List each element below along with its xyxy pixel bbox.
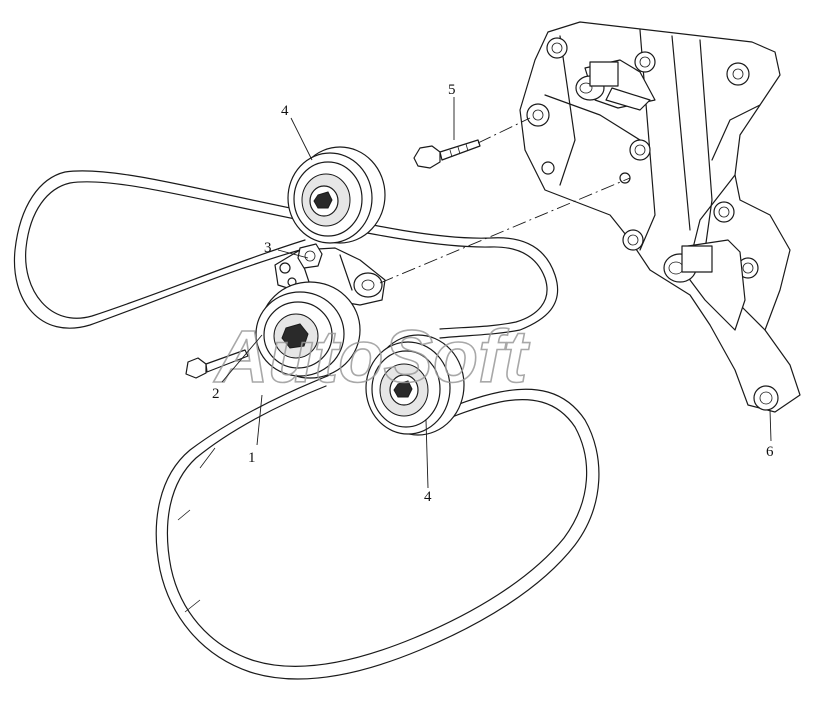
mounting-bracket xyxy=(519,21,801,413)
tensioner-axis-line xyxy=(379,177,631,284)
callout-4-lower: 4 xyxy=(424,489,432,505)
bolt-5 xyxy=(413,139,481,169)
watermark: AutoSoft xyxy=(213,315,531,398)
callout-5: 5 xyxy=(448,82,456,98)
upper-stud xyxy=(575,59,656,111)
idler-pulley-lower xyxy=(365,334,465,436)
idler-pulley-upper xyxy=(287,146,386,244)
lower-stud xyxy=(663,239,746,331)
callout-3: 3 xyxy=(264,240,272,256)
callout-4-upper: 4 xyxy=(281,103,289,119)
callout-2: 2 xyxy=(212,386,220,402)
tensioner-pulley xyxy=(255,281,361,379)
bolt-axis-line xyxy=(477,117,531,144)
callout-6: 6 xyxy=(766,444,774,460)
drive-belt xyxy=(13,170,600,680)
callout-1: 1 xyxy=(248,450,256,466)
leader-lines xyxy=(221,97,772,489)
bolt-2 xyxy=(185,349,249,379)
